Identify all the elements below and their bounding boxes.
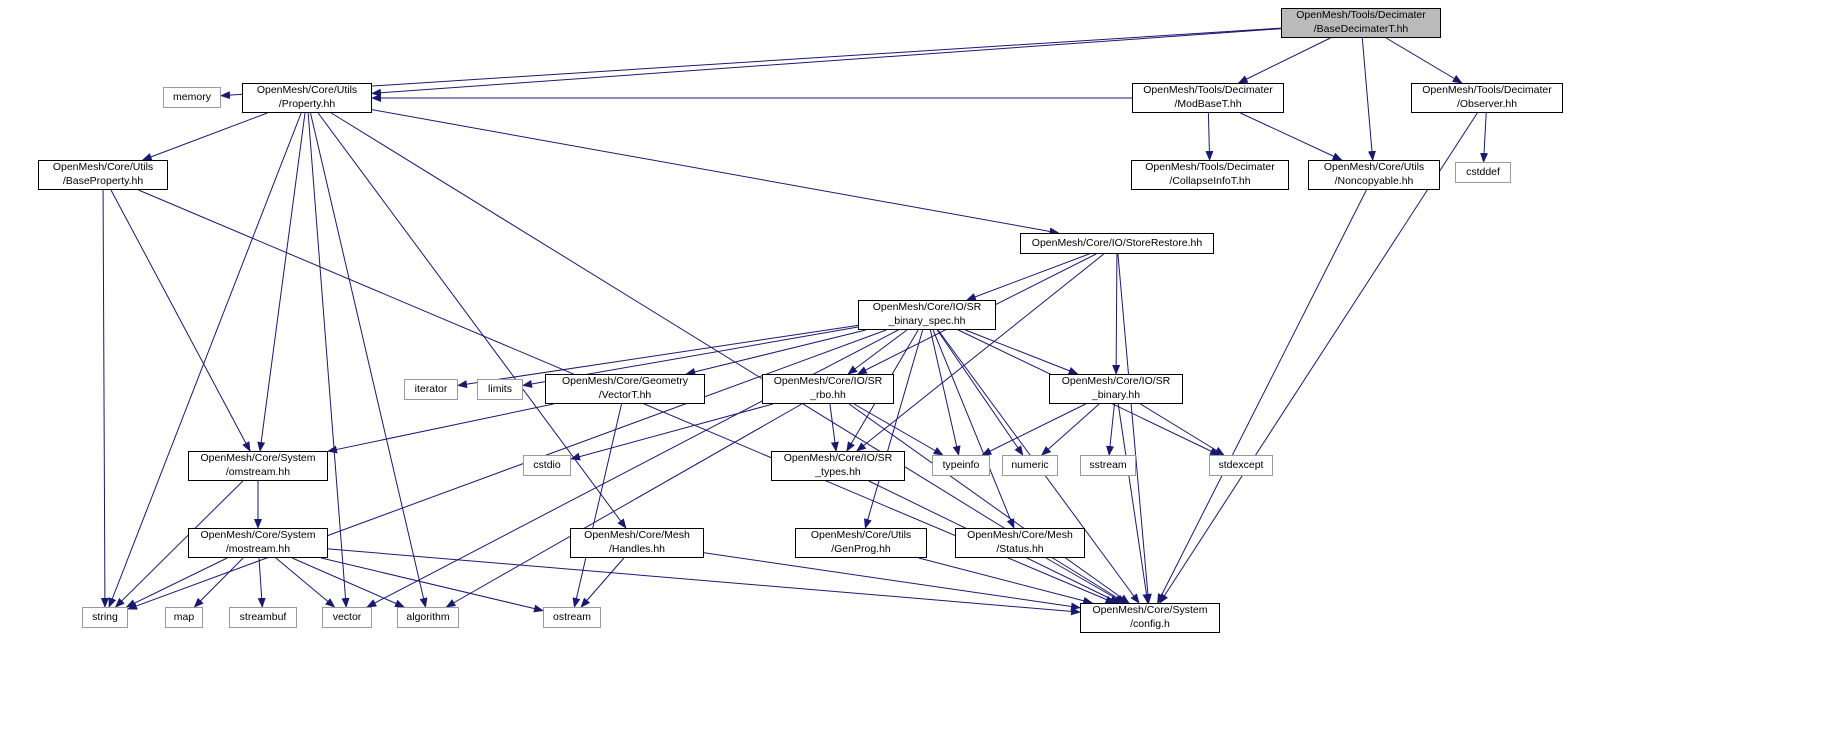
- graph-node-map: map: [165, 607, 203, 628]
- edge-handles-to-ostream: [580, 557, 625, 608]
- edge-storerestore-to-sr_binary_spec: [965, 253, 1090, 301]
- edge-sr_binary_spec-to-iterator: [457, 324, 859, 389]
- edge-sr_binary_spec-to-string: [127, 329, 887, 610]
- graph-node-sr_types[interactable]: OpenMesh/Core/IO/SR _types.hh: [771, 451, 905, 481]
- graph-node-property[interactable]: OpenMesh/Core/Utils /Property.hh: [242, 83, 372, 113]
- graph-node-noncopyable[interactable]: OpenMesh/Core/Utils /Noncopyable.hh: [1308, 160, 1440, 190]
- edge-property-to-algorithm: [310, 112, 428, 608]
- edge-sr_binary_spec-to-genprog: [864, 329, 924, 529]
- edge-sr_binary-to-numeric: [1041, 403, 1100, 456]
- graph-node-config[interactable]: OpenMesh/Core/System /config.h: [1080, 603, 1220, 633]
- edge-sr_rbo-to-config: [848, 403, 1130, 604]
- edge-basedecimatert-to-memory: [220, 27, 1282, 100]
- edge-observer-to-cstddef: [1480, 112, 1489, 163]
- edge-mostream-to-ostream: [321, 557, 544, 613]
- graph-node-typeinfo: typeinfo: [932, 455, 990, 476]
- edge-basedecimatert-to-noncopyable: [1361, 37, 1376, 161]
- graph-node-observer[interactable]: OpenMesh/Tools/Decimater /Observer.hh: [1411, 83, 1563, 113]
- edge-modbase-to-collapseinfo: [1205, 112, 1214, 161]
- graph-node-stdexcept: stdexcept: [1209, 455, 1273, 476]
- graph-node-sr_binary[interactable]: OpenMesh/Core/IO/SR _binary.hh: [1049, 374, 1183, 404]
- edge-property-to-handles: [317, 112, 627, 529]
- edge-basedecimatert-to-property: [371, 28, 1282, 97]
- edge-sr_binary-to-typeinfo: [981, 403, 1086, 456]
- edge-sr_binary_spec-to-typeinfo: [929, 329, 961, 456]
- graph-node-memory: memory: [163, 87, 221, 108]
- edge-mostream-to-config: [327, 548, 1081, 616]
- edge-property-to-omstream: [257, 112, 306, 452]
- edge-handles-to-config: [703, 552, 1081, 611]
- graph-node-status[interactable]: OpenMesh/Core/Mesh /Status.hh: [955, 528, 1085, 558]
- edge-property-to-storerestore: [371, 109, 1060, 236]
- graph-node-vector: vector: [322, 607, 372, 628]
- graph-node-collapseinfo[interactable]: OpenMesh/Tools/Decimater /CollapseInfoT.…: [1131, 160, 1289, 190]
- edge-storerestore-to-config: [1117, 253, 1152, 604]
- edge-property-to-baseproperty: [141, 112, 268, 161]
- edge-mostream-to-string: [125, 557, 228, 608]
- edge-sr_binary_spec-to-vectort: [685, 329, 866, 376]
- graph-node-handles[interactable]: OpenMesh/Core/Mesh /Handles.hh: [570, 528, 704, 558]
- edge-noncopyable-to-config: [1157, 189, 1367, 604]
- edge-mostream-to-vector: [275, 557, 336, 608]
- graph-node-sstream: sstream: [1080, 455, 1136, 476]
- edge-basedecimatert-to-modbase: [1237, 37, 1331, 84]
- graph-node-cstddef: cstddef: [1455, 162, 1511, 183]
- graph-node-limits: limits: [477, 379, 523, 400]
- edge-sr_rbo-to-sr_types: [829, 403, 839, 452]
- edge-property-to-vector: [307, 112, 350, 608]
- graph-node-baseproperty[interactable]: OpenMesh/Core/Utils /BaseProperty.hh: [38, 160, 168, 190]
- graph-node-iterator: iterator: [404, 379, 458, 400]
- graph-node-cstdio: cstdio: [523, 455, 571, 476]
- edge-baseproperty-to-string: [100, 189, 109, 608]
- edge-mostream-to-streambuf: [257, 557, 266, 608]
- edge-property-to-config: [331, 112, 1127, 604]
- edge-genprog-to-config: [918, 557, 1094, 605]
- graph-node-modbase[interactable]: OpenMesh/Tools/Decimater /ModBaseT.hh: [1132, 83, 1284, 113]
- edge-baseproperty-to-omstream: [110, 189, 251, 452]
- graph-node-string: string: [82, 607, 128, 628]
- graph-node-algorithm: algorithm: [397, 607, 459, 628]
- graph-node-ostream: ostream: [543, 607, 601, 628]
- edge-property-to-string: [108, 112, 302, 608]
- edge-storerestore-to-sr_types: [856, 253, 1105, 452]
- edge-observer-to-config: [1159, 112, 1478, 604]
- edge-mostream-to-map: [193, 557, 244, 608]
- graph-node-vectort[interactable]: OpenMesh/Core/Geometry /VectorT.hh: [545, 374, 705, 404]
- edge-sr_binary-to-config: [1117, 403, 1151, 604]
- edge-vectort-to-omstream: [327, 403, 554, 454]
- edge-mostream-to-algorithm: [292, 557, 405, 608]
- edge-omstream-to-string: [114, 480, 244, 608]
- graph-node-sr_binary_spec[interactable]: OpenMesh/Core/IO/SR _binary_spec.hh: [858, 300, 996, 330]
- graph-node-sr_rbo[interactable]: OpenMesh/Core/IO/SR _rbo.hh: [762, 374, 894, 404]
- edge-modbase-to-noncopyable: [1240, 112, 1343, 161]
- edge-sr_binary-to-sstream: [1106, 403, 1115, 456]
- edge-sr_binary_spec-to-numeric: [936, 329, 1024, 456]
- edge-storerestore-to-sr_binary: [1112, 253, 1121, 375]
- graph-node-basedecimatert: OpenMesh/Tools/Decimater /BaseDecimaterT…: [1281, 8, 1441, 38]
- graph-node-genprog[interactable]: OpenMesh/Core/Utils /GenProg.hh: [795, 528, 927, 558]
- edge-basedecimatert-to-observer: [1385, 37, 1463, 84]
- edge-sr_binary-to-stdexcept: [1140, 403, 1225, 456]
- graph-node-numeric: numeric: [1002, 455, 1058, 476]
- graph-node-streambuf: streambuf: [229, 607, 297, 628]
- edge-sr_binary_spec-to-status: [932, 329, 1015, 529]
- edge-sr_binary_spec-to-sr_binary: [965, 329, 1079, 375]
- edge-sr_rbo-to-algorithm: [445, 403, 802, 608]
- edge-sr_rbo-to-cstdio: [570, 403, 774, 461]
- edge-sr_binary_spec-to-sr_rbo: [847, 329, 908, 375]
- edge-status-to-config: [1045, 557, 1125, 604]
- graph-node-mostream[interactable]: OpenMesh/Core/System /mostream.hh: [188, 528, 328, 558]
- edge-sr_rbo-to-typeinfo: [853, 403, 944, 456]
- graph-node-omstream[interactable]: OpenMesh/Core/System /omstream.hh: [188, 451, 328, 481]
- edge-vectort-to-ostream: [572, 403, 623, 608]
- graph-node-storerestore[interactable]: OpenMesh/Core/IO/StoreRestore.hh: [1020, 233, 1214, 254]
